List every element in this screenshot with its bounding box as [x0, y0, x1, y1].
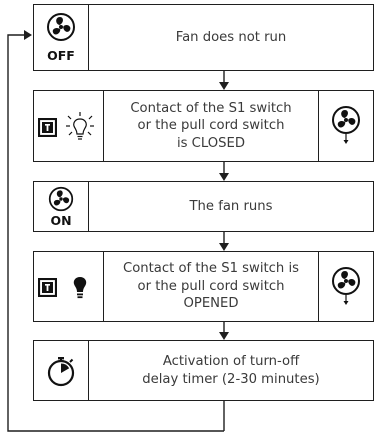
step-contact-closed-line-2: or the pull cord switch	[137, 118, 285, 134]
step-fan-runs: ON The fan runs	[33, 181, 374, 232]
arrowhead-feedback	[24, 30, 32, 40]
step-contact-closed-text: Contact of the S1 switch or the pull cor…	[104, 91, 318, 161]
feedback-loop-line	[7, 34, 224, 432]
arrowhead-1-2	[219, 82, 229, 90]
step-contact-closed: Contact of the S1 switch or the pull cor…	[33, 90, 374, 162]
fan-arrow-icon	[332, 106, 360, 144]
light-bulb-on-icon	[66, 112, 94, 140]
step-timer-activation-line-2: delay timer (2-30 minutes)	[142, 371, 320, 387]
step-timer-activation-line-1: Activation of turn-off	[162, 354, 300, 369]
arrowhead-3-4	[219, 243, 229, 251]
fan-icon	[47, 13, 75, 41]
step-fan-off-line-1: Fan does not run	[175, 29, 287, 45]
step-contact-opened-right-cell	[318, 252, 373, 321]
step-contact-opened-icon-cell	[34, 252, 104, 321]
fan-off-label: OFF	[47, 48, 75, 63]
stopwatch-icon	[47, 357, 75, 387]
step-fan-off: OFF Fan does not run	[33, 4, 374, 71]
step-fan-off-text: Fan does not run	[89, 5, 373, 70]
step-contact-opened: Contact of the S1 switch is or the pull …	[33, 251, 374, 322]
arrowhead-2-3	[219, 173, 229, 181]
light-bulb-off-icon	[73, 277, 87, 299]
step-contact-closed-right-cell	[318, 91, 373, 161]
step-timer-activation-icon-cell	[34, 341, 89, 400]
step-contact-closed-icon-cell	[34, 91, 104, 161]
step-fan-runs-icon-cell: ON	[34, 182, 89, 231]
step-contact-opened-line-3: OPENED	[183, 296, 239, 312]
step-fan-runs-line-1: The fan runs	[189, 198, 273, 214]
switch-icon	[38, 118, 57, 137]
switch-icon	[38, 278, 57, 297]
fan-icon	[48, 186, 74, 212]
step-contact-opened-text: Contact of the S1 switch is or the pull …	[104, 252, 318, 321]
step-contact-closed-line-1: Contact of the S1 switch	[130, 100, 292, 116]
step-contact-closed-line-3: is CLOSED	[176, 135, 246, 151]
fan-on-label: ON	[50, 213, 72, 228]
step-timer-activation-text: Activation of turn-off delay timer (2-30…	[89, 341, 373, 400]
fan-arrow-icon	[332, 267, 360, 305]
step-contact-opened-line-1: Contact of the S1 switch is	[122, 261, 300, 277]
step-timer-activation: Activation of turn-off delay timer (2-30…	[33, 340, 374, 401]
step-contact-opened-line-2: or the pull cord switch	[137, 278, 285, 294]
arrowhead-4-5	[219, 332, 229, 340]
step-fan-runs-text: The fan runs	[89, 182, 373, 231]
step-fan-off-icon-cell: OFF	[34, 5, 89, 70]
